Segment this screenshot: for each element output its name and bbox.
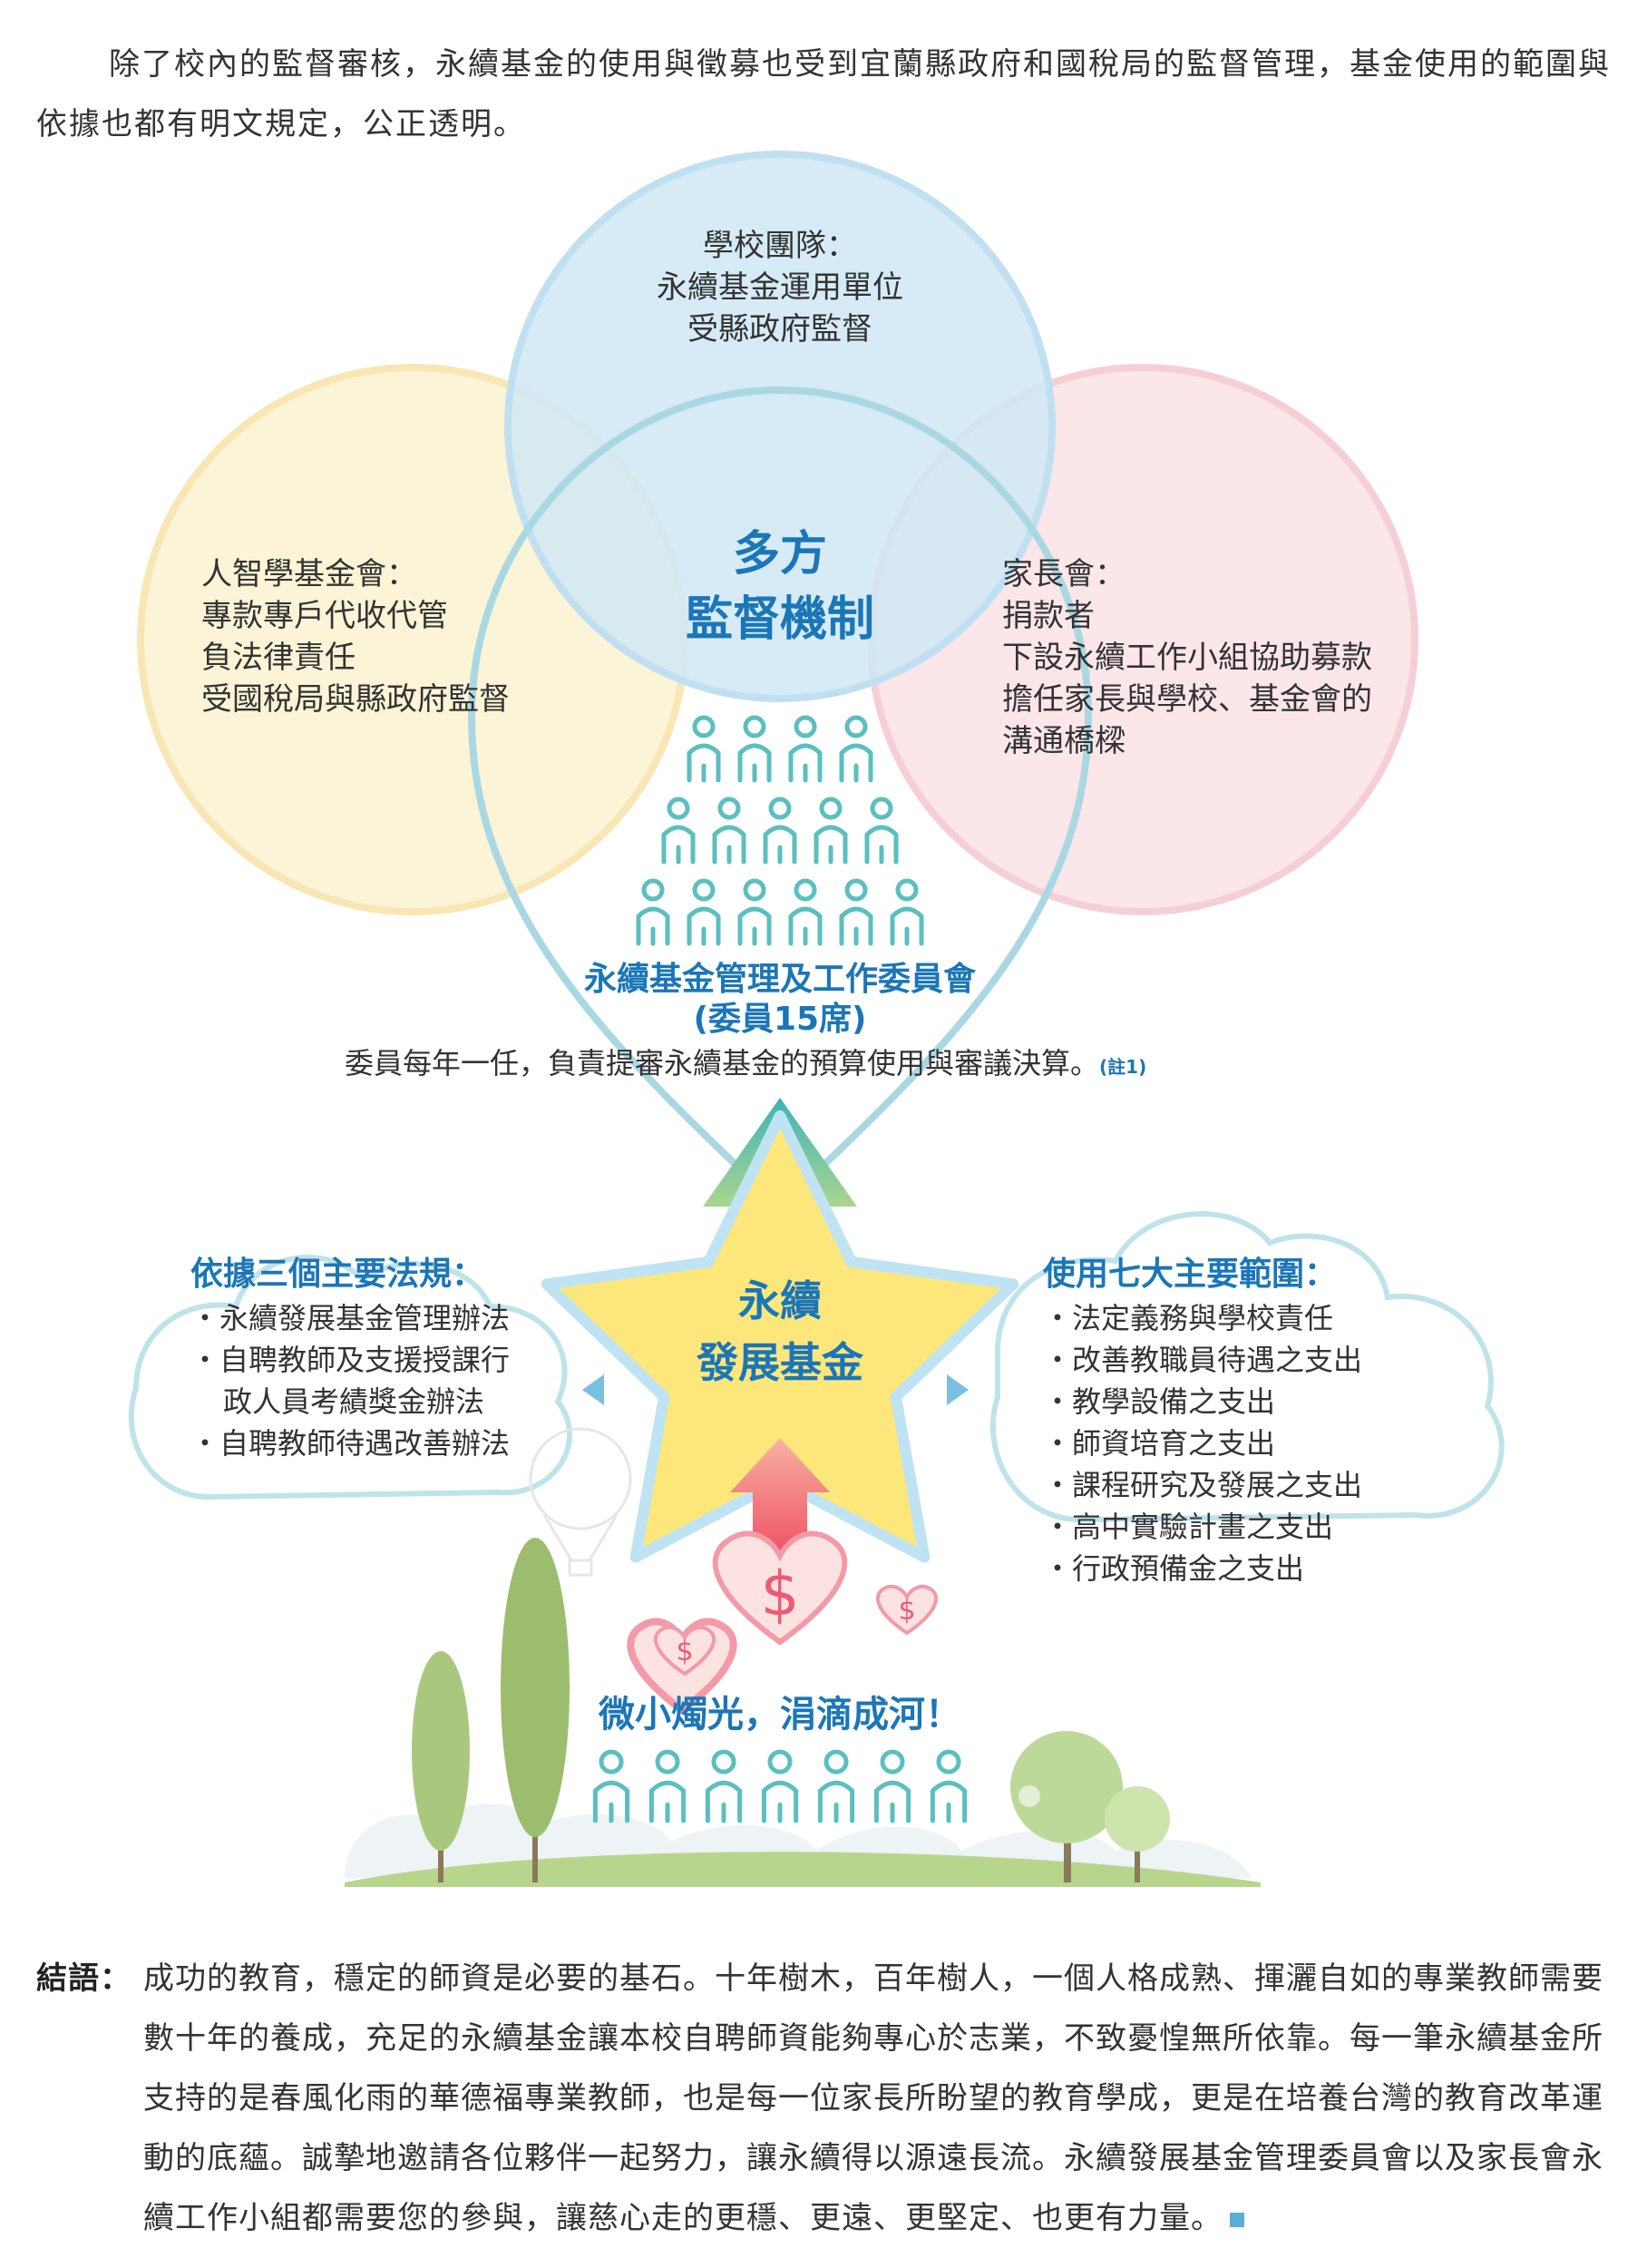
right-pointer-icon: [947, 1374, 969, 1405]
supporter-icon: [930, 1749, 968, 1823]
heart-dollar-icon-right: $: [876, 1584, 938, 1636]
foundation-title: 人智學基金會：: [201, 556, 417, 592]
committee-member-icon: [864, 797, 899, 865]
school-line-1: 永續基金運用單位: [657, 269, 903, 306]
conclusion-text: 成功的教育，穩定的師資是必要的基石。十年樹木，百年樹人，一個人格成熟、揮灑自如的…: [143, 1949, 1614, 2248]
people-groups: [592, 715, 968, 1823]
left-pointer-icon: [582, 1374, 604, 1405]
laws-block: 依據三個主要法規： 永續發展基金管理辦法 自聘教師及支援授課行 政人員考績獎金辦…: [190, 1252, 510, 1464]
parents-line-1: 捐款者: [1002, 598, 1095, 634]
committee-member-icon: [839, 715, 873, 783]
committee-member-icon: [788, 715, 823, 783]
school-title: 學校團隊：: [703, 228, 857, 264]
parents-line-2: 下設永續工作小組協助募款: [1002, 640, 1372, 676]
committee-member-icon: [712, 797, 746, 865]
center-title-line-1: 多方: [732, 527, 827, 582]
committee-member-icon: [890, 878, 924, 946]
law-item: 政人員考績獎金辦法: [223, 1384, 485, 1419]
supporter-icon: [705, 1749, 743, 1823]
committee-member-icon: [687, 878, 721, 946]
supporter-icon: [592, 1749, 630, 1823]
supervision-diagram: $ $ $: [128, 151, 1505, 1887]
conclusion-label: 結語：: [36, 1960, 132, 1997]
committee-member-icon: [661, 797, 696, 865]
committee-member-icon: [763, 797, 797, 865]
foundation-line-1: 專款專戶代收代管: [201, 598, 448, 634]
star-title-line-1: 永續: [738, 1276, 822, 1325]
parents-title: 家長會：: [1002, 556, 1126, 592]
star-title: 永續 發展基金: [644, 1270, 916, 1393]
heart-dollar-icon-left-2: $: [654, 1625, 716, 1677]
dollar-sign-right: $: [898, 1595, 915, 1627]
committee-member-icon: [839, 878, 873, 946]
dollar-sign: $: [760, 1559, 799, 1630]
star-title-line-2: 發展基金: [697, 1338, 863, 1387]
committee-name: 永續基金管理及工作委員會: [583, 961, 976, 998]
committee-member-icon: [687, 715, 721, 783]
law-item: 永續發展基金管理辦法: [190, 1297, 510, 1339]
end-mark-icon: [1230, 2212, 1244, 2227]
scope-item: 改善教職員待遇之支出: [1043, 1339, 1362, 1381]
supporter-icon: [873, 1749, 911, 1823]
tree-small-right: [1105, 1786, 1170, 1882]
slogan: 微小燭光，涓滴成河！: [599, 1694, 961, 1735]
teardrop-outline: [467, 386, 1093, 1212]
committee-note: (註1): [1099, 1056, 1147, 1078]
school-label: 學校團隊： 永續基金運用單位 受縣政府監督: [635, 225, 925, 350]
scope-list: 法定義務與學校責任 改善教職員待遇之支出 教學設備之支出 師資培育之支出 課程研…: [1043, 1297, 1362, 1589]
intro-paragraph: 除了校內的監督審核，永續基金的使用與徵募也受到宜蘭縣政府和國稅局的監督管理，基金…: [36, 46, 1611, 142]
tree-tall-center: [501, 1538, 570, 1882]
committee-member-icon: [737, 715, 772, 783]
scope-block: 使用七大主要範圍： 法定義務與學校責任 改善教職員待遇之支出 教學設備之支出 師…: [1043, 1252, 1362, 1589]
committee-title: 永續基金管理及工作委員會 (委員15席): [508, 960, 1052, 1040]
supporter-icon: [817, 1749, 855, 1823]
upward-arrow-bottom: [730, 1438, 830, 1560]
parents-line-3: 擔任家長與學校、基金會的: [1002, 681, 1372, 718]
scope-item: 法定義務與學校責任: [1043, 1297, 1362, 1339]
school-line-2: 受縣政府監督: [687, 311, 872, 347]
scope-title: 使用七大主要範圍：: [1043, 1256, 1338, 1293]
committee-desc-text: 委員每年一任，負責提審永續基金的預算使用與審議決算。: [345, 1046, 1100, 1080]
center-title-line-2: 監督機制: [685, 592, 874, 647]
committee-member-icon: [737, 878, 772, 946]
scope-item: 師資培育之支出: [1043, 1422, 1362, 1464]
parents-line-4: 溝通橋樑: [1002, 723, 1126, 759]
conclusion: 結語： 成功的教育，穩定的師資是必要的基石。十年樹木，百年樹人，一個人格成熟、揮…: [36, 1949, 1614, 2248]
committee-member-icon: [814, 797, 848, 865]
scope-item: 課程研究及發展之支出: [1043, 1464, 1362, 1506]
conclusion-body: 成功的教育，穩定的師資是必要的基石。十年樹木，百年樹人，一個人格成熟、揮灑自如的…: [143, 1960, 1603, 2236]
tree-tall-left: [412, 1651, 470, 1882]
scope-item: 行政預備金之支出: [1043, 1548, 1362, 1589]
parents-label: 家長會： 捐款者 下設永續工作小組協助募款 擔任家長與學校、基金會的 溝通橋樑: [1002, 553, 1372, 762]
heart-dollar-icon-center: $: [712, 1530, 848, 1646]
school-circle: [504, 151, 1056, 702]
law-item: 自聘教師待遇改善辦法: [190, 1422, 510, 1464]
committee-description: 委員每年一任，負責提審永續基金的預算使用與審議決算。(註1): [345, 1043, 1146, 1087]
tree-round-right: [1010, 1731, 1123, 1882]
foundation-line-2: 負法律責任: [201, 640, 356, 676]
dollar-sign-left: $: [676, 1636, 693, 1667]
foundation-label: 人智學基金會： 專款專戶代收代管 負法律責任 受國稅局與縣政府監督: [201, 553, 510, 720]
scope-item: 教學設備之支出: [1043, 1381, 1362, 1422]
committee-seats: (委員15席): [693, 1001, 867, 1038]
center-title: 多方 監督機制: [635, 522, 925, 652]
supporter-icon: [761, 1749, 799, 1823]
laws-title: 依據三個主要法規：: [190, 1256, 485, 1293]
committee-member-icon: [636, 878, 670, 946]
law-item: 自聘教師及支援授課行: [190, 1339, 510, 1381]
supporter-icon: [648, 1749, 687, 1823]
committee-member-icon: [788, 878, 823, 946]
foundation-line-3: 受國稅局與縣政府監督: [201, 681, 510, 718]
scope-item: 高中實驗計畫之支出: [1043, 1506, 1362, 1548]
balloon-icon: [529, 1427, 632, 1577]
laws-list: 永續發展基金管理辦法 自聘教師及支援授課行 政人員考績獎金辦法 自聘教師待遇改善…: [190, 1297, 510, 1464]
ground-hill: [345, 1852, 1261, 1887]
